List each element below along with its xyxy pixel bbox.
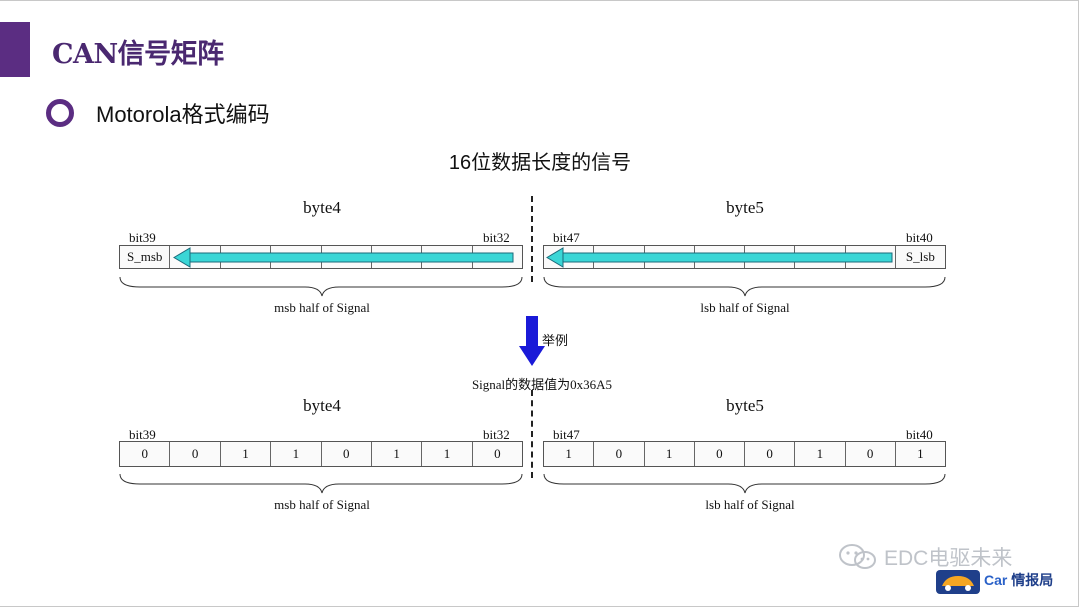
- brand-logo: Car 情报局: [936, 562, 1076, 602]
- bit-label: bit40: [906, 427, 933, 442]
- bit-label: bit47: [553, 427, 580, 442]
- bit-value-cell: 1: [645, 442, 695, 466]
- brace-bottom-right: [543, 473, 946, 494]
- bit-value-cell: 0: [494, 446, 501, 461]
- logo-text-car: Car: [984, 572, 1008, 588]
- section-heading: Motorola格式编码: [96, 102, 270, 127]
- car-icon: [936, 570, 980, 594]
- bit-value-cell: 0: [322, 442, 372, 466]
- bit-value-cell: 1: [917, 446, 924, 461]
- arrow-right-icon: [546, 247, 893, 268]
- example-label: 举例: [542, 333, 569, 348]
- bullet-ring-icon: [46, 99, 74, 127]
- watermark: EDC电驱未来: [838, 542, 1012, 572]
- bit-label: bit39: [129, 427, 156, 442]
- byte-divider-bottom: [531, 390, 533, 478]
- wechat-icon: [839, 544, 876, 569]
- brace-top-right: [543, 276, 946, 297]
- byte-label-bottom-right: byte5: [726, 396, 764, 415]
- accent-bar: [0, 22, 30, 77]
- bit-value-cell: 1: [372, 442, 423, 466]
- value-caption: Signal的数据值为0x36A5: [471, 377, 613, 392]
- half-label-bottom-left: msb half of Signal: [274, 497, 370, 512]
- byte5-value-row: 1 0 1 0 0 1 0 1: [543, 441, 946, 467]
- msb-cell: S_msb: [120, 246, 171, 268]
- bit-cell: [846, 246, 896, 268]
- bit-value-cell: 1: [795, 442, 846, 466]
- brace-top-left: [119, 276, 523, 297]
- bit-label: bit32: [483, 230, 510, 245]
- bit-value-cell: 0: [745, 442, 796, 466]
- bit-value-cell: 1: [422, 442, 473, 466]
- watermark-text: EDC电驱未来: [884, 547, 1013, 570]
- bit-label: bit40: [906, 230, 933, 245]
- half-label-bottom-right: lsb half of Signal: [705, 497, 795, 512]
- bit-value-cell: 0: [170, 442, 221, 466]
- bit-label: bit32: [483, 427, 510, 442]
- byte-label-top-left: byte4: [303, 198, 341, 217]
- diagram-title: 16位数据长度的信号: [448, 152, 632, 174]
- lsb-cell: S_lsb: [905, 249, 935, 264]
- half-label-top-left: msb half of Signal: [274, 300, 370, 315]
- bit-value-cell: 0: [594, 442, 645, 466]
- byte-label-top-right: byte5: [726, 198, 764, 217]
- byte-divider-top: [531, 196, 533, 282]
- byte-label-bottom-left: byte4: [303, 396, 341, 415]
- bit-value-cell: 0: [120, 442, 171, 466]
- bit-value-cell: 0: [695, 442, 745, 466]
- example-arrow-icon: [519, 316, 545, 366]
- half-label-top-right: lsb half of Signal: [700, 300, 790, 315]
- bit-label: bit47: [553, 230, 580, 245]
- bit-value-cell: 1: [271, 442, 322, 466]
- bit-label: bit39: [129, 230, 156, 245]
- arrow-left-icon: [173, 247, 514, 268]
- logo-text-bureau: 情报局: [1011, 572, 1054, 588]
- bit-value-cell: 1: [221, 442, 272, 466]
- byte4-value-row: 0 0 1 1 0 1 1 0: [119, 441, 523, 467]
- page-title: CAN信号矩阵: [52, 39, 224, 70]
- bit-value-cell: 0: [846, 442, 896, 466]
- bit-value-cell: 1: [544, 442, 595, 466]
- brace-bottom-left: [119, 473, 523, 494]
- logo-text: Car 情报局: [984, 570, 1053, 590]
